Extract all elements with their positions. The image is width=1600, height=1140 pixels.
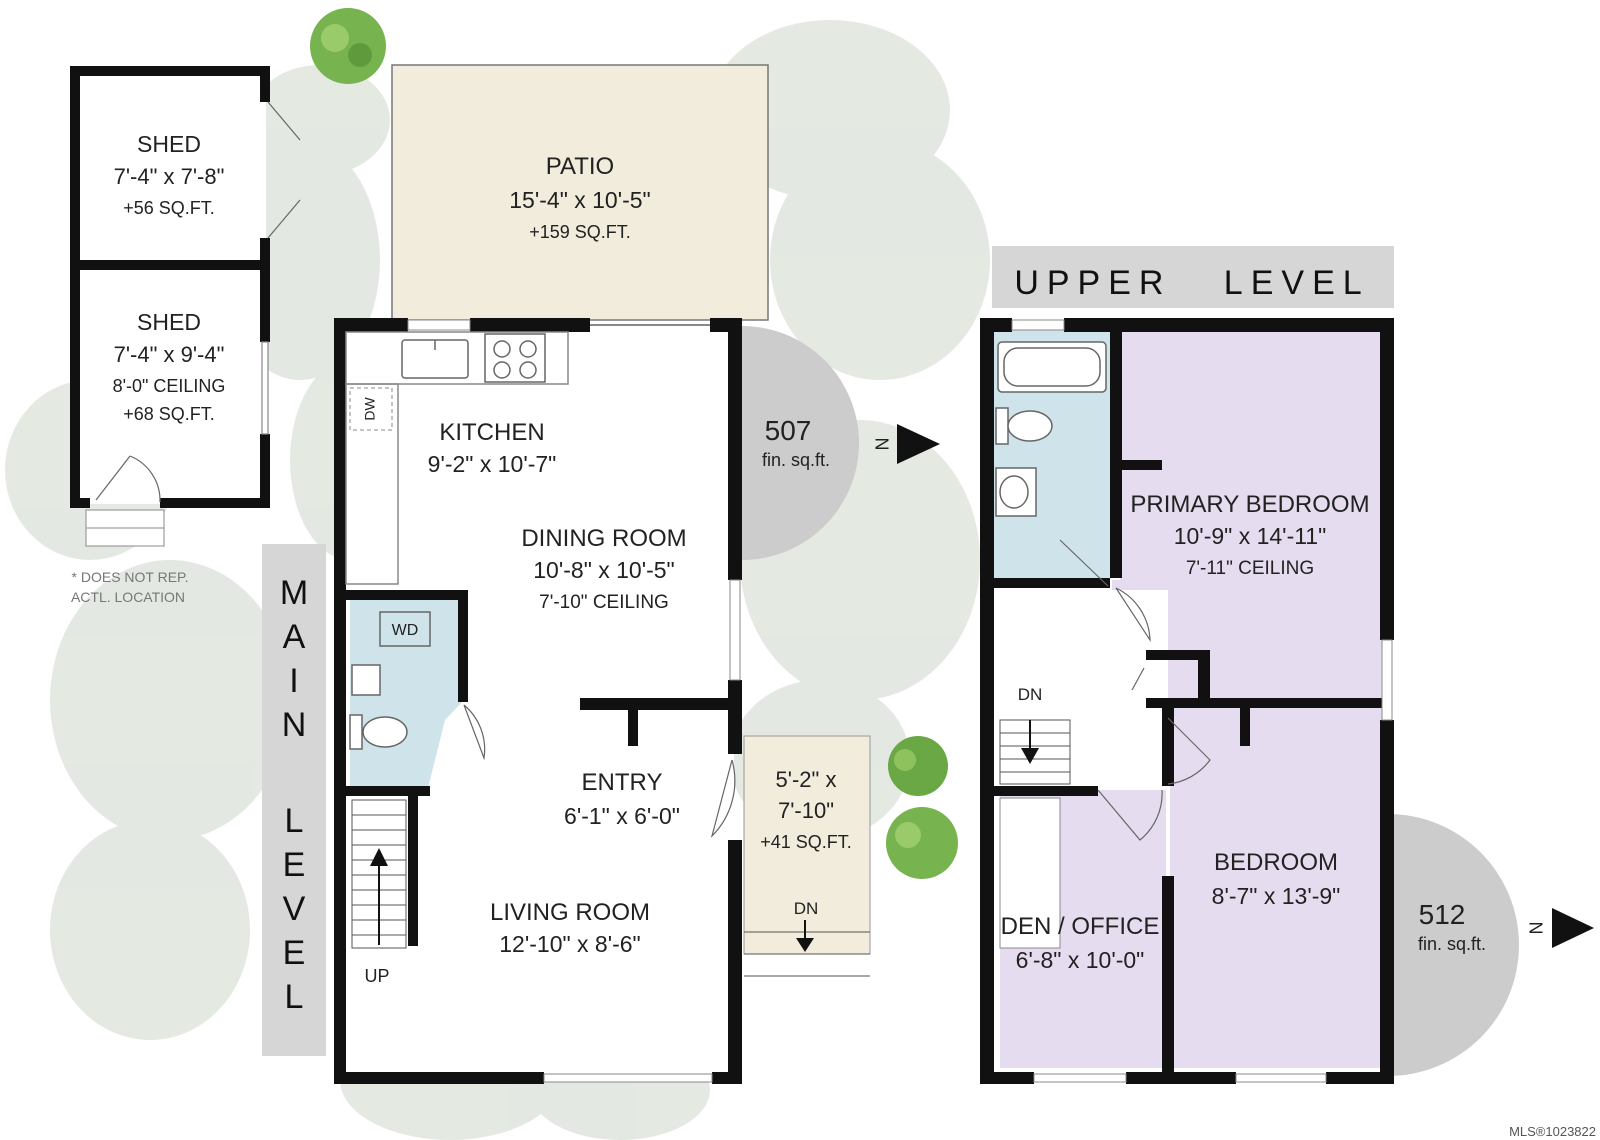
main-area-unit: fin. sq.ft. bbox=[762, 450, 830, 470]
shed-note-line1: * DOES NOT REP. bbox=[72, 569, 189, 585]
shed-2-dims: 7'-4" x 9'-4" bbox=[114, 342, 225, 367]
upper-level-label-bar bbox=[992, 246, 1394, 308]
compass-upper bbox=[1388, 814, 1519, 1076]
porch-area: +41 SQ.FT. bbox=[760, 832, 852, 852]
entry-door-swing bbox=[710, 759, 736, 838]
shed-2 bbox=[74, 266, 266, 504]
upper-level-label: UPPER LEVEL bbox=[1014, 264, 1369, 302]
kitchen-counters bbox=[345, 331, 569, 585]
stove-icon bbox=[484, 333, 546, 383]
upper-level-walls bbox=[980, 318, 1394, 1084]
arrow-down-icon bbox=[796, 920, 814, 952]
shed-step bbox=[85, 509, 165, 547]
porch-dims-line2: 7'-10" bbox=[778, 798, 834, 823]
main-area-value: 507 bbox=[765, 415, 812, 446]
shrub-icon bbox=[886, 807, 958, 879]
stairs-down-label: DN bbox=[1018, 685, 1043, 704]
main-north-label: N bbox=[871, 438, 891, 451]
bathtub-icon bbox=[997, 341, 1107, 393]
main-level-letter: I bbox=[289, 662, 298, 700]
upper-area-unit: fin. sq.ft. bbox=[1418, 934, 1486, 954]
arrow-up-icon bbox=[370, 848, 388, 945]
primary-dims: 10'-9" x 14'-11" bbox=[1174, 523, 1327, 549]
dishwasher-label: DW bbox=[362, 397, 378, 421]
upper-area-value: 512 bbox=[1419, 899, 1466, 930]
bedroom bbox=[1170, 708, 1384, 1068]
shed-note-line2: ACTL. LOCATION bbox=[71, 589, 185, 605]
room-labels: SHED 7'-4" x 7'-8" +56 SQ.FT. SHED 7'-4"… bbox=[71, 131, 1596, 1139]
shed-2-area: +68 SQ.FT. bbox=[123, 404, 215, 424]
main-windows bbox=[407, 319, 741, 1083]
vanity-sink-icon bbox=[995, 467, 1037, 517]
main-level-letter: E bbox=[283, 934, 306, 972]
main-level-letter: L bbox=[285, 802, 304, 840]
toilet-icon bbox=[995, 407, 1053, 445]
porch-area bbox=[743, 735, 871, 955]
porch-stairs-label: DN bbox=[794, 899, 819, 918]
main-level-letter: A bbox=[283, 618, 306, 656]
compass-main bbox=[742, 326, 859, 560]
main-level-walls bbox=[334, 318, 742, 1084]
arrow-down-icon bbox=[1021, 720, 1039, 764]
entry-name: ENTRY bbox=[582, 769, 663, 796]
dining-name: DINING ROOM bbox=[521, 525, 686, 552]
mls-number: MLS®1023822 bbox=[1509, 1124, 1596, 1139]
porch-steps bbox=[744, 931, 870, 977]
entry-dims: 6'-1" x 6'-0" bbox=[564, 803, 680, 829]
washer-dryer-icon: WD bbox=[379, 611, 431, 647]
north-arrow-icon bbox=[1552, 908, 1594, 948]
living-name: LIVING ROOM bbox=[490, 899, 650, 926]
powder-sink-icon bbox=[351, 664, 381, 696]
shed-doors bbox=[95, 101, 301, 503]
washer-dryer-label: WD bbox=[392, 622, 419, 639]
primary-name: PRIMARY BEDROOM bbox=[1130, 491, 1369, 518]
shed-1-name: SHED bbox=[137, 131, 201, 157]
upper-door-swings bbox=[1059, 539, 1211, 841]
north-arrow-icon bbox=[897, 424, 940, 464]
bedroom-dims: 8'-7" x 13'-9" bbox=[1212, 883, 1341, 909]
stairs-up-label: UP bbox=[364, 966, 389, 986]
patio-area bbox=[391, 64, 769, 321]
primary-ceiling: 7'-11" CEILING bbox=[1186, 558, 1314, 579]
bedroom-name: BEDROOM bbox=[1214, 849, 1338, 876]
main-level-letter: E bbox=[283, 846, 306, 884]
main-level-letter: V bbox=[283, 890, 306, 928]
sink-icon bbox=[401, 339, 469, 379]
patio-name: PATIO bbox=[546, 153, 614, 180]
shrub-icon bbox=[888, 736, 948, 796]
main-level-letter: M bbox=[280, 574, 308, 612]
living-dims: 12'-10" x 8'-6" bbox=[499, 931, 640, 957]
den-dims: 6'-8" x 10'-0" bbox=[1016, 947, 1145, 973]
patio-dims: 15'-4" x 10'-5" bbox=[509, 187, 650, 213]
tree-icon bbox=[310, 8, 386, 84]
shed-1-dims: 7'-4" x 7'-8" bbox=[114, 164, 225, 189]
dining-dims: 10'-8" x 10'-5" bbox=[533, 557, 674, 583]
kitchen-dims: 9'-2" x 10'-7" bbox=[428, 451, 557, 477]
shed-1 bbox=[74, 70, 266, 266]
dining-ceiling: 7'-10" CEILING bbox=[539, 592, 669, 613]
den-closet bbox=[999, 797, 1061, 949]
den-name: DEN / OFFICE bbox=[1001, 913, 1160, 940]
porch-dims-line1: 5'-2" x bbox=[776, 767, 837, 792]
dishwasher-icon: DW bbox=[349, 387, 393, 431]
shed-2-name: SHED bbox=[137, 309, 201, 335]
main-level-label: M A I N L E V E L bbox=[280, 574, 308, 1016]
shed-walls bbox=[70, 66, 270, 508]
stairs-down bbox=[999, 719, 1071, 785]
powder-door-swing bbox=[463, 704, 486, 761]
main-level-letter: L bbox=[285, 978, 304, 1016]
kitchen-name: KITCHEN bbox=[439, 419, 544, 446]
upper-north-label: N bbox=[1525, 922, 1545, 935]
shed-1-area: +56 SQ.FT. bbox=[123, 198, 215, 218]
upper-windows bbox=[1011, 319, 1393, 1083]
main-level-label-bar bbox=[262, 544, 326, 1056]
main-level-letter: N bbox=[282, 706, 307, 744]
patio-area: +159 SQ.FT. bbox=[529, 222, 631, 242]
powder-toilet-icon bbox=[349, 714, 408, 750]
shed-2-ceiling: 8'-0" CEILING bbox=[113, 376, 226, 396]
